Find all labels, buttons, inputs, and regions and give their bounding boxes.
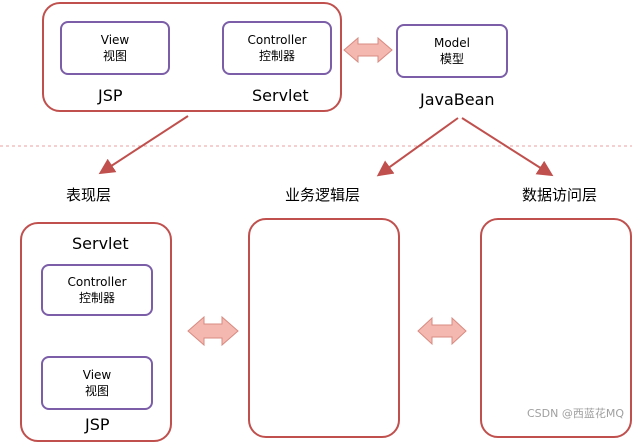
top-model-line1: Model [433, 36, 471, 50]
business-layer-label: 业务逻辑层 [285, 186, 361, 204]
bottom-view-line2: 视图 [84, 384, 109, 398]
watermark: CSDN @西蓝花MQ [526, 407, 624, 420]
top-javabean-label: JavaBean [420, 90, 495, 109]
double-arrow-top [343, 36, 393, 64]
presentation-layer-label: 表现层 [66, 186, 112, 204]
top-controller-line1: Controller [247, 33, 307, 47]
bottom-view-line1: View [82, 368, 112, 382]
bottom-controller-line1: Controller [67, 275, 127, 289]
top-model-box: Model 模型 [396, 24, 508, 78]
business-layer-box [248, 218, 400, 438]
double-arrow-left-mid [187, 315, 239, 347]
arrow-to-business [376, 117, 459, 177]
data-access-layer-box [480, 218, 632, 438]
top-view-line2: 视图 [102, 49, 127, 63]
top-controller-box: Controller 控制器 [222, 21, 332, 75]
bottom-controller-box: Controller 控制器 [41, 264, 153, 316]
top-jsp-label: JSP [98, 86, 123, 105]
arrow-to-data-access [461, 117, 554, 177]
bottom-servlet-label: Servlet [72, 234, 129, 253]
data-access-layer-label: 数据访问层 [522, 186, 598, 204]
top-model-line2: 模型 [439, 52, 464, 66]
top-controller-line2: 控制器 [258, 49, 295, 63]
top-view-box: View 视图 [60, 21, 170, 75]
bottom-jsp-label: JSP [85, 415, 110, 434]
arrow-to-presentation [98, 115, 189, 175]
top-servlet-label: Servlet [252, 86, 309, 105]
double-arrow-right-mid [417, 316, 467, 346]
bottom-controller-line2: 控制器 [78, 291, 115, 305]
top-view-line1: View [100, 33, 130, 47]
bottom-view-box: View 视图 [41, 356, 153, 410]
